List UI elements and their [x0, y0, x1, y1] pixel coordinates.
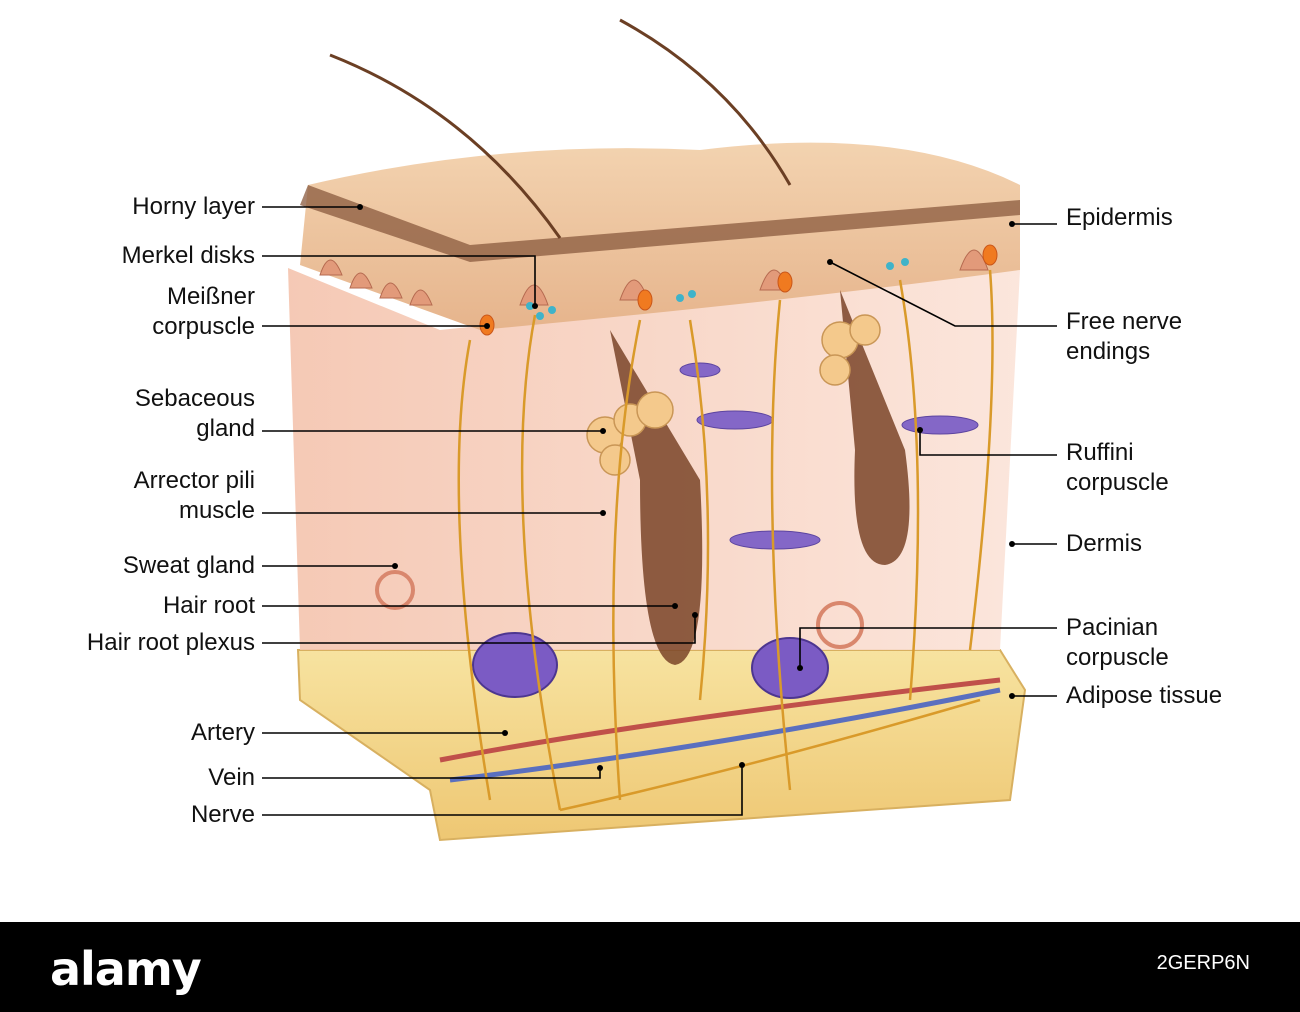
label-pacinian-corpuscle: Pacinian corpuscle: [1066, 614, 1169, 671]
label-merkel-disks: Merkel disks: [121, 242, 255, 269]
nerve-fibers: [457, 269, 994, 812]
label-ruffini-corpuscle: Ruffini corpuscle: [1066, 439, 1169, 496]
skin-diagram: Horny layer Merkel disks Meißner corpusc…: [86, 18, 1223, 842]
label-nerve: Nerve: [190, 801, 255, 828]
horny-layer-band: [300, 185, 1020, 262]
label-epidermis: Epidermis: [1066, 204, 1173, 231]
sweat-glands: [375, 570, 864, 649]
skin-cross-section: [262, 18, 1057, 842]
label-sebaceous-gland: Sebaceous gland: [134, 385, 255, 442]
label-sweat-gland: Sweat gland: [122, 552, 255, 579]
label-free-nerve-endings: Free nerve endings: [1066, 308, 1183, 365]
label-artery: Artery: [190, 719, 255, 746]
pacinian-corpuscles: [472, 632, 829, 699]
label-horny-layer: Horny layer: [132, 193, 255, 220]
label-adipose-tissue: Adipose tissue: [1066, 682, 1223, 709]
leader-pacinian: [799, 627, 1057, 668]
hair-shaft-2: [619, 18, 792, 186]
leader-free-nerve: [829, 261, 1057, 327]
leader-nerve: [262, 765, 743, 816]
hair-shaft-1: [329, 53, 562, 239]
leader-dots: [357, 204, 1015, 771]
meissner-corpuscles: [479, 244, 998, 336]
image-id: 2GERP6N: [1156, 952, 1250, 974]
label-dermis: Dermis: [1066, 530, 1142, 557]
merkel-disks-dots: [526, 258, 909, 320]
label-meissner-corpuscle: Meißner corpuscle: [152, 283, 255, 340]
artery-vessel: [439, 677, 1001, 763]
sebaceous-glands: [586, 314, 881, 476]
label-hair-root-plexus: Hair root plexus: [86, 629, 255, 656]
leader-hair-root-plexus: [262, 615, 696, 644]
ruffini-corpuscles: [679, 362, 979, 550]
label-arrector-pili-muscle: Arrector pili muscle: [133, 467, 255, 524]
leader-vein: [262, 768, 601, 779]
label-hair-root: Hair root: [162, 592, 255, 619]
leader-ruffini: [919, 430, 1057, 456]
stock-footer-bar: alamy 2GERP6N: [0, 922, 1300, 1012]
leader-merkel-disks: [262, 255, 536, 306]
leader-lines: [262, 206, 1057, 816]
alamy-logo: alamy: [50, 942, 202, 996]
hair-follicle-2: [840, 290, 910, 565]
adipose-layer: [296, 649, 1027, 842]
vein-vessel: [449, 687, 1001, 783]
label-vein: Vein: [208, 764, 255, 791]
